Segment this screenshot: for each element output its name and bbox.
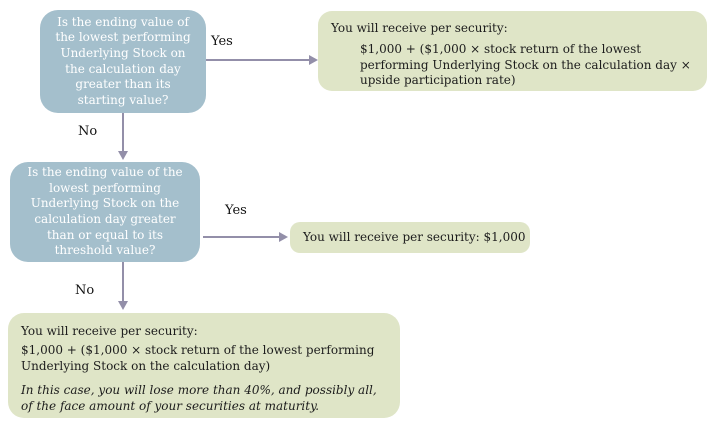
result-loss-intro: You will receive per security: [21, 324, 198, 338]
result-loss-note: In this case, you will lose more than 40… [21, 383, 377, 414]
result-box-upside: You will receive per security: $1,000 + … [318, 11, 707, 91]
q2-no-label: No [75, 283, 95, 298]
q1-no-arrowhead-icon [117, 151, 128, 160]
result-box-loss: You will receive per security: $1,000 + … [8, 313, 400, 418]
q2-yes-arrow-line [203, 236, 280, 238]
q1-no-arrow-line [122, 113, 124, 152]
question-box-threshold-value: Is the ending value of the lowest perfor… [10, 162, 200, 262]
result-loss-formula: $1,000 + ($1,000 × stock return of the l… [21, 342, 375, 373]
result-upside-intro: You will receive per security: [331, 21, 508, 35]
result-box-par: You will receive per security: $1,000 [290, 222, 530, 253]
q2-no-arrow-line [122, 262, 124, 302]
q2-yes-label: Yes [225, 203, 247, 218]
q1-yes-arrow-line [206, 59, 310, 61]
q2-no-arrowhead-icon [117, 301, 128, 310]
result-par-text: You will receive per security: $1,000 [303, 229, 526, 244]
q1-yes-arrowhead-icon [309, 54, 318, 65]
q1-yes-label: Yes [211, 34, 233, 49]
question-box-starting-value-text: Is the ending value of the lowest perfor… [55, 14, 191, 107]
q1-no-label: No [78, 124, 98, 139]
result-upside-formula: $1,000 + ($1,000 × stock return of the l… [360, 41, 691, 88]
question-box-threshold-value-text: Is the ending value of the lowest perfor… [27, 165, 183, 258]
q2-yes-arrowhead-icon [279, 231, 288, 242]
question-box-starting-value: Is the ending value of the lowest perfor… [40, 10, 206, 113]
